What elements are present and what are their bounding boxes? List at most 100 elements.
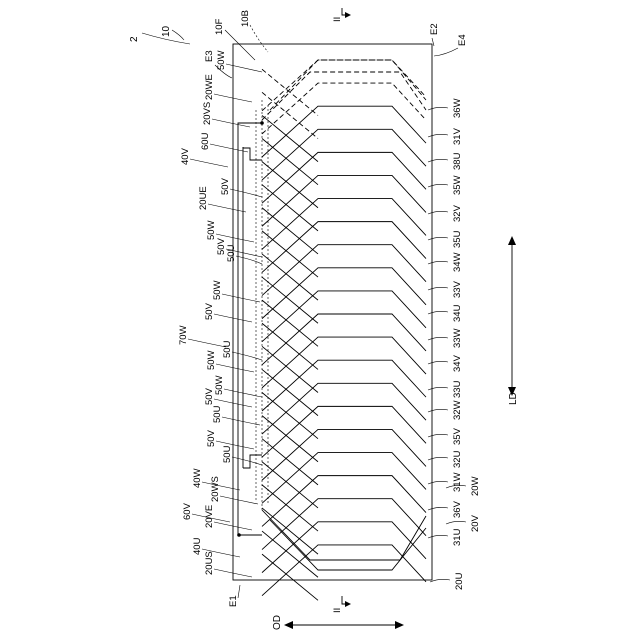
left-ref-label: 40U — [192, 537, 203, 555]
coil-loop — [262, 60, 426, 111]
left-ref-label: 50W — [212, 280, 223, 300]
coil-crossing — [262, 69, 318, 115]
coil-end-loop — [270, 60, 426, 110]
right-label-leader — [428, 507, 448, 510]
left-ref-label: 50W — [206, 220, 217, 240]
ref-2-label: 2 — [129, 36, 140, 42]
coil-loop — [262, 83, 426, 134]
left-ref-label: 20UE — [198, 186, 209, 210]
right-label-leader — [428, 159, 448, 162]
ref-10-label: 10 — [161, 25, 172, 37]
left-ref-label: 50U — [222, 340, 233, 358]
left-ref-label: 50U — [226, 244, 237, 262]
ld-arrow — [508, 236, 516, 396]
right-ref-label: 32W — [452, 400, 463, 420]
right-label-leader — [428, 387, 448, 390]
left-reference-labels: 50W20WE20VS60U40V50V20UE50W50V50U50W50V7… — [178, 50, 262, 577]
coil-loop — [262, 337, 426, 388]
right-ref-label: 34U — [452, 304, 463, 322]
left-label-leader — [188, 339, 226, 347]
od-arrow — [284, 621, 404, 629]
section-label-top: II — [332, 17, 343, 22]
left-label-leader — [230, 189, 262, 197]
right-label-leader — [428, 287, 448, 290]
left-ref-label: 40V — [180, 147, 191, 165]
right-ref-label: 35U — [452, 230, 463, 248]
ld-label: LD — [508, 392, 519, 405]
left-ref-label: 70W — [178, 325, 189, 345]
ref-E4-label: E4 — [457, 34, 468, 46]
left-label-leader — [232, 352, 262, 360]
left-label-leader — [222, 417, 260, 425]
right-ref-label: 31U — [452, 528, 463, 546]
coil-loop — [262, 499, 426, 550]
left-ref-label: 50U — [212, 405, 223, 423]
coil-loop — [262, 522, 426, 573]
right-ref-label: 35W — [452, 175, 463, 195]
right-label-leader — [428, 434, 448, 437]
right-label-leader — [428, 211, 448, 214]
right-label-leader — [428, 237, 448, 240]
left-label-leader — [226, 64, 262, 72]
right-reference-labels: 36W31V38U35W32V35U34W33V34U33W34V33U32W3… — [428, 98, 481, 590]
left-ref-label: 60V — [182, 502, 193, 520]
right-ref-label: 33W — [452, 328, 463, 348]
right-ref-label: 36V — [452, 500, 463, 518]
right-label-leader — [428, 261, 448, 264]
right-ref-label: 33V — [452, 280, 463, 298]
coil-loop — [262, 476, 426, 527]
ref-E1-label: E1 — [228, 595, 239, 607]
left-label-leader — [216, 364, 254, 372]
section-label-bottom: II — [332, 608, 343, 613]
coil-loop — [262, 129, 426, 180]
left-label-leader — [232, 457, 262, 465]
right-ref-label: 31V — [452, 127, 463, 145]
right-label-leader — [428, 107, 448, 110]
coil-loop — [262, 383, 426, 434]
right-ref-label: 31W — [452, 472, 463, 492]
left-ref-label: 20VE — [204, 505, 215, 528]
section-marker-bottom — [342, 596, 351, 607]
left-ref-label: 50W — [216, 50, 227, 70]
right-ref-label: 34V — [452, 354, 463, 372]
coil-loop — [262, 106, 426, 157]
coil-loop — [262, 314, 426, 365]
coil-loop — [262, 245, 426, 296]
right-ref-label: 20W — [470, 476, 481, 496]
right-ref-label: 33U — [452, 380, 463, 398]
right-label-leader — [428, 311, 448, 314]
left-label-leader — [220, 496, 258, 504]
left-ref-label: 50V — [204, 302, 215, 320]
left-ref-label: 50W — [206, 350, 217, 370]
left-ref-label: 20WS — [210, 476, 221, 502]
connection-wiring — [237, 100, 268, 537]
ref-10F-label: 10F — [214, 18, 225, 35]
left-ref-label: 50W — [214, 375, 225, 395]
ref-E3-label: E3 — [204, 50, 215, 62]
left-ref-label: 50V — [206, 429, 217, 447]
right-label-leader — [428, 535, 448, 538]
coil-loop — [262, 429, 426, 480]
right-ref-label: 20V — [470, 514, 481, 532]
right-ref-label: 36W — [452, 98, 463, 118]
left-ref-label: 50V — [220, 177, 231, 195]
coil-loop — [262, 152, 426, 203]
right-ref-label: 32U — [452, 450, 463, 468]
right-label-leader — [428, 409, 448, 412]
coil-loop — [262, 268, 426, 319]
right-label-leader — [428, 457, 448, 460]
right-label-leader — [428, 134, 448, 137]
right-label-leader — [430, 579, 450, 582]
right-label-leader — [428, 184, 448, 187]
right-ref-label: 32V — [452, 204, 463, 222]
coil-loop — [262, 291, 426, 342]
ref-E2-label: E2 — [429, 23, 440, 35]
left-label-leader — [236, 256, 262, 264]
left-ref-label: 40W — [192, 468, 203, 488]
coil-loop — [262, 199, 426, 250]
right-ref-label: 34W — [452, 252, 463, 272]
left-ref-label: 50V — [204, 387, 215, 405]
left-ref-label: 20VS — [202, 102, 213, 125]
ref-10B-label: 10B — [240, 10, 251, 27]
